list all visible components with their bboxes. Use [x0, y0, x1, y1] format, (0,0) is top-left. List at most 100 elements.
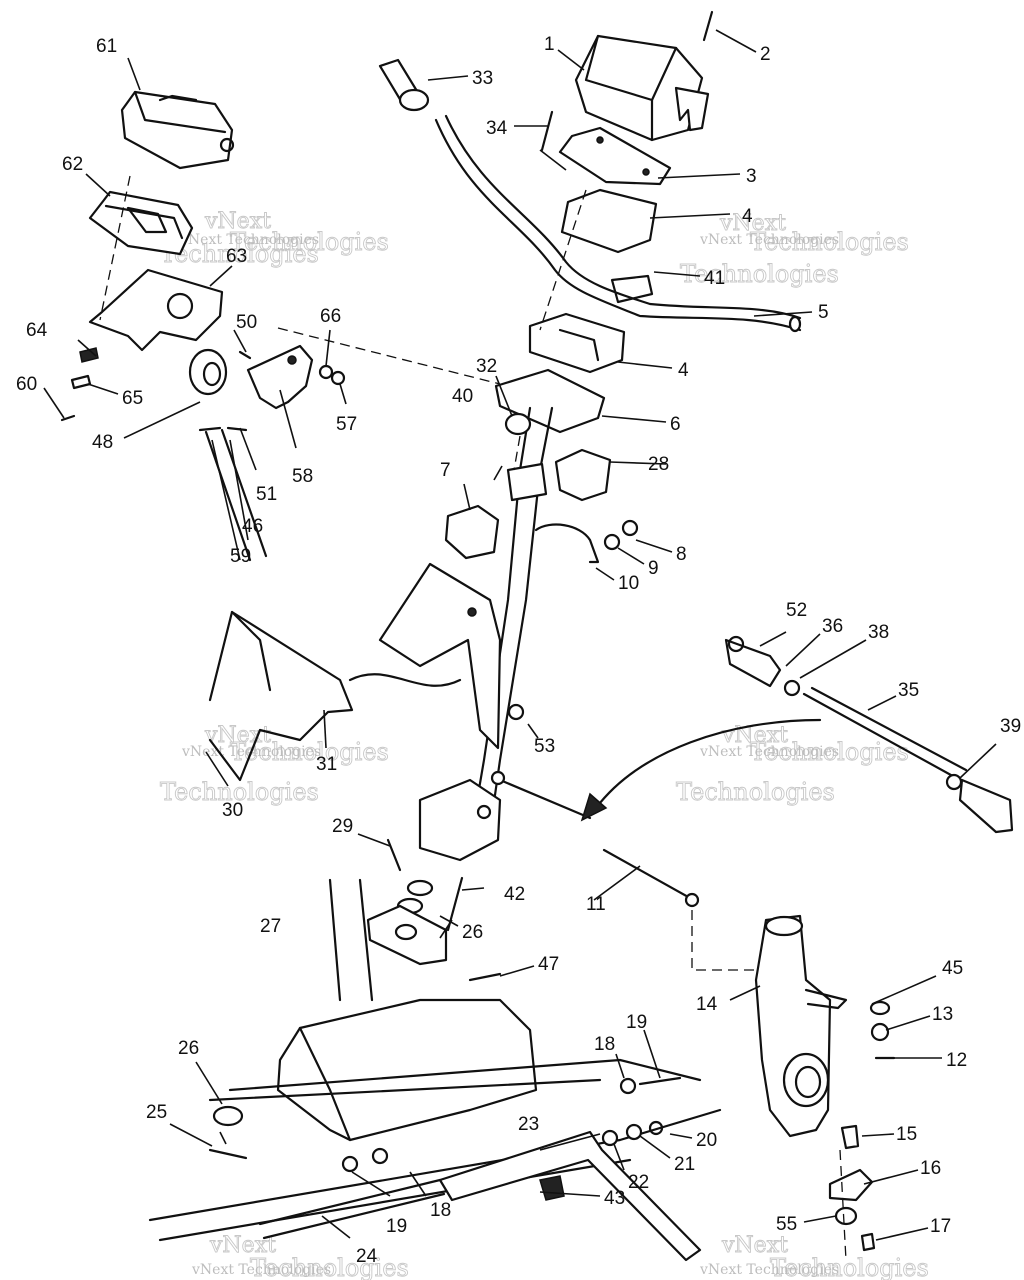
callout-12: 12	[946, 1050, 967, 1071]
part-clamp-nut	[621, 519, 639, 537]
part-clip	[79, 347, 99, 363]
assembly-arrow	[594, 718, 822, 810]
callout-58: 58	[292, 466, 313, 487]
callout-55: 55	[776, 1214, 797, 1235]
part-bushing-left	[444, 504, 500, 560]
part-spacer	[601, 1129, 619, 1147]
callout-19: 19	[386, 1216, 407, 1237]
part-washer-frame	[212, 1105, 244, 1127]
part-bracket-nut	[507, 703, 525, 721]
part-flange	[558, 126, 672, 186]
part-spindle	[754, 914, 848, 1138]
part-long-pin	[208, 1148, 248, 1160]
part-clamp-lower-groove	[558, 328, 600, 362]
callout-10: 10	[618, 573, 639, 594]
part-bolt	[540, 110, 554, 152]
part-pitman-arm	[418, 778, 502, 862]
callout-21: 21	[674, 1154, 695, 1175]
watermark-technologies: Technologies	[750, 738, 909, 766]
part-bushing-right-small	[625, 1123, 643, 1141]
callout-1: 1	[544, 34, 555, 55]
callout-50: 50	[236, 312, 257, 333]
part-mount-plate	[88, 268, 224, 352]
part-collar	[506, 462, 548, 502]
callout-27: 27	[260, 916, 281, 937]
callout-26: 26	[462, 922, 483, 943]
callout-labels: 1 2 3 4 4 5 6 7 8 9 10 11 12 13 14 15 16…	[16, 34, 1021, 1267]
callout-29: 29	[332, 816, 353, 837]
callout-32: 32	[476, 356, 497, 377]
callout-31: 31	[316, 754, 337, 775]
callout-28: 28	[648, 454, 669, 475]
watermark-vnext: vNext	[721, 723, 788, 748]
part-washer-right	[619, 1077, 637, 1095]
part-clamp-washer	[603, 533, 621, 551]
callout-9: 9	[648, 558, 659, 579]
callout-8: 8	[676, 544, 687, 565]
callout-62: 62	[62, 154, 83, 175]
callout-48: 48	[92, 432, 113, 453]
callout-61: 61	[96, 36, 117, 57]
callout-33: 33	[472, 68, 493, 89]
callout-23: 23	[518, 1114, 539, 1135]
watermark-technologies: Technologies	[750, 228, 909, 256]
alignment-line	[839, 1149, 847, 1261]
callout-15: 15	[896, 1124, 917, 1145]
part-bushing-right	[554, 448, 612, 502]
callout-2: 2	[760, 44, 771, 65]
callout-18: 18	[430, 1200, 451, 1221]
watermark-vnext: vNext	[204, 723, 271, 748]
part-spring-pin	[238, 350, 252, 360]
part-drag-link-lower	[602, 848, 692, 900]
part-rod-tips	[198, 426, 248, 432]
part-clamp-upper	[560, 188, 658, 254]
part-handlebar	[378, 58, 802, 333]
callout-4: 4	[742, 206, 753, 227]
watermark-full: vNext Technologies	[699, 744, 839, 760]
part-small-screw	[860, 1232, 876, 1252]
part-frame-left	[208, 610, 354, 782]
watermark-technologies: Technologies	[680, 260, 839, 288]
callout-30: 30	[222, 800, 243, 821]
callout-19: 19	[626, 1012, 647, 1033]
part-washer-upper	[406, 879, 434, 897]
part-washer	[318, 364, 334, 380]
callout-14: 14	[696, 994, 718, 1015]
callout-65: 65	[122, 388, 143, 409]
callout-4: 4	[678, 360, 689, 381]
part-cover	[120, 90, 235, 170]
watermark-full: vNext Technologies	[179, 232, 319, 248]
callout-11: 11	[586, 894, 606, 915]
callout-40: 40	[452, 386, 473, 407]
callout-16: 16	[920, 1158, 941, 1179]
callout-41: 41	[704, 268, 725, 289]
callout-57: 57	[336, 414, 357, 435]
part-grip-tape	[610, 274, 654, 304]
callout-53: 53	[534, 736, 555, 757]
part-steering-column	[470, 406, 532, 832]
part-column-nut	[504, 412, 532, 436]
part-bracket	[246, 344, 314, 410]
callout-64: 64	[26, 320, 48, 341]
alignment-line	[99, 175, 131, 321]
part-grease-fitting	[539, 1175, 565, 1201]
part-nut	[330, 370, 346, 386]
part-pivot-plate	[366, 904, 448, 966]
watermark-full: vNext Technologies	[699, 1262, 839, 1278]
part-mount-plate-hole	[166, 292, 194, 320]
part-spindle-plate	[828, 1168, 874, 1202]
alignment-line	[277, 327, 501, 385]
watermark-technologies: Technologies	[230, 228, 389, 256]
callout-52: 52	[786, 600, 807, 621]
part-column-plate	[494, 368, 606, 434]
callout-17: 17	[930, 1216, 951, 1237]
callout-36: 36	[822, 616, 843, 637]
callout-63: 63	[226, 246, 247, 267]
part-king-bolt	[840, 1124, 860, 1150]
part-axle-tube	[438, 1130, 702, 1262]
callout-60: 60	[16, 374, 37, 395]
watermark-technologies: Technologies	[160, 240, 319, 268]
callout-42: 42	[504, 884, 525, 905]
callout-39: 39	[1000, 716, 1021, 737]
part-grommet	[188, 348, 228, 396]
